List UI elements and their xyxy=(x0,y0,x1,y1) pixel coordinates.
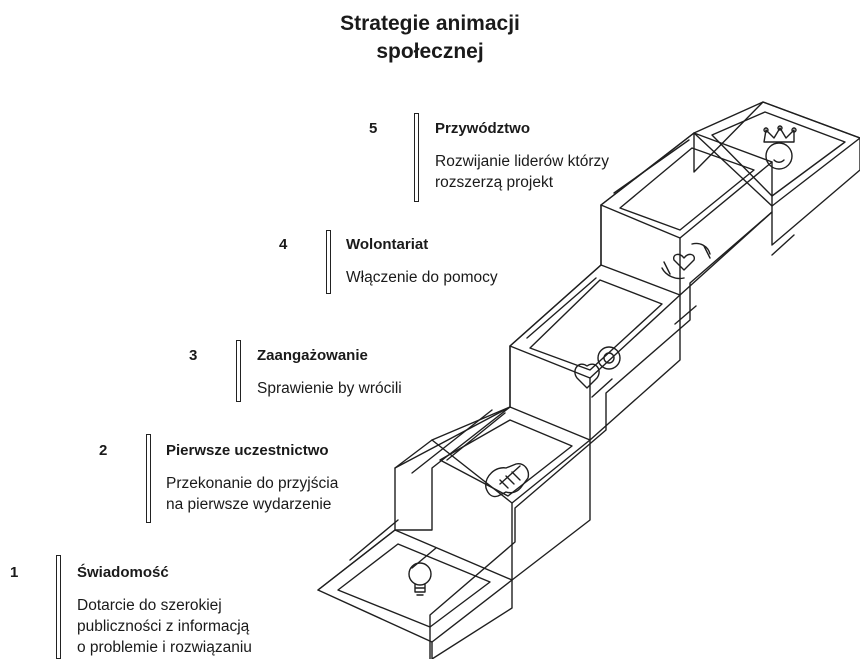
step-2-title: Pierwsze uczestnictwo xyxy=(166,442,329,459)
step-3-block xyxy=(509,264,681,441)
step-1-text: Świadomość Dotarcie do szerokiej publicz… xyxy=(77,563,252,658)
step-2-description: Przekonanie do przyjścia na pierwsze wyd… xyxy=(166,475,339,513)
step-3-text: Zaangażowanie Sprawienie by wrócili xyxy=(257,346,402,399)
title-line-2: społecznej xyxy=(376,40,484,63)
step-5-description: Rozwijanie liderów którzy rozszerzą proj… xyxy=(435,153,610,191)
hands-heart-icon xyxy=(661,242,711,280)
step-3-bar xyxy=(236,340,241,402)
page-title: Strategie animacji społecznej xyxy=(0,10,860,66)
step-4-title: Wolontariat xyxy=(346,236,429,253)
step-4-text: Wolontariat Włączenie do pomocy xyxy=(346,235,498,288)
step-2-block xyxy=(394,406,591,581)
step-2-number: 2 xyxy=(99,442,108,459)
step-3-number: 3 xyxy=(189,347,198,364)
step-3-title: Zaangażowanie xyxy=(257,347,368,364)
step-5-bar xyxy=(414,113,419,202)
step-1-description: Dotarcie do szerokiej publiczności z inf… xyxy=(77,597,252,656)
lightbulb-icon xyxy=(408,562,432,596)
step-1-number: 1 xyxy=(10,564,19,581)
title-line-1: Strategie animacji xyxy=(340,12,520,35)
step-1-block xyxy=(317,529,513,659)
staircase-outline xyxy=(317,101,860,659)
step-1-bar xyxy=(56,555,61,659)
heart-badge-icon xyxy=(574,346,621,389)
step-5-text: Przywództwo Rozwijanie liderów którzy ro… xyxy=(435,119,609,193)
step-5-title: Przywództwo xyxy=(435,120,531,137)
step-2-text: Pierwsze uczestnictwo Przekonanie do prz… xyxy=(166,441,338,515)
step-5-block xyxy=(693,101,860,207)
step-1-title: Świadomość xyxy=(77,564,169,581)
handshake-icon xyxy=(485,463,530,498)
step-2-bar xyxy=(146,434,151,523)
crowned-face-icon xyxy=(763,125,797,170)
step-4-bar xyxy=(326,230,331,294)
step-4-description: Włączenie do pomocy xyxy=(346,269,498,286)
step-4-number: 4 xyxy=(279,236,288,253)
step-4-block xyxy=(600,132,773,296)
step-3-description: Sprawienie by wrócili xyxy=(257,380,402,397)
step-5-number: 5 xyxy=(369,120,378,137)
staircase-inner-outline xyxy=(349,139,795,569)
